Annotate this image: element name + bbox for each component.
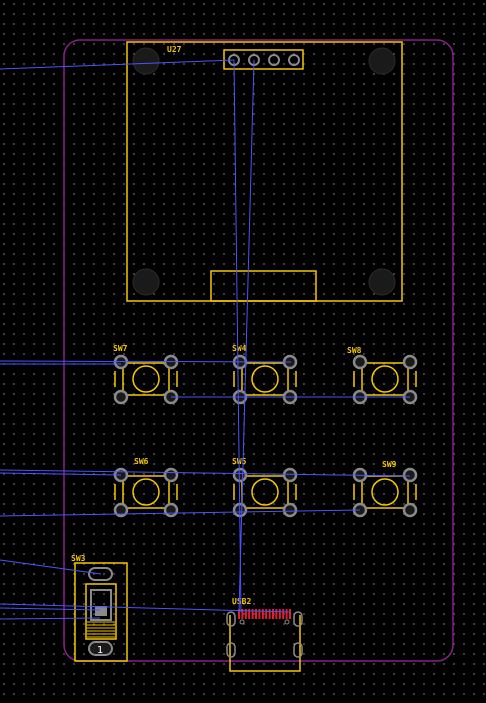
sw3-outline [74, 562, 128, 662]
usb2-signal-pad[interactable] [289, 609, 291, 619]
usb2-signal-pad[interactable] [238, 609, 240, 619]
usb2-locating-hole [239, 619, 245, 625]
switch-pad[interactable] [113, 502, 129, 518]
switch-button-circle [251, 478, 279, 506]
usb2-signal-pad[interactable] [251, 609, 254, 619]
sw3-body [85, 583, 117, 640]
switch-outline [122, 362, 170, 396]
sw3-pad-top[interactable] [88, 567, 113, 581]
u27-mount-hole[interactable] [368, 268, 396, 296]
switch-button-circle [371, 478, 399, 506]
usb2-ref-label: USB2 [232, 597, 251, 606]
usb2-locating-hole [284, 619, 290, 625]
component-sw3[interactable]: 1 SW3 [71, 554, 128, 662]
u27-mount-hole[interactable] [132, 268, 160, 296]
usb2-shield-pad[interactable] [293, 611, 303, 627]
usb2-signal-pad[interactable] [278, 609, 281, 619]
ratsnest-lines [0, 59, 411, 620]
usb2-signal-pad[interactable] [272, 609, 274, 619]
sw8-ref-label: SW8 [347, 346, 362, 355]
usb2-signal-pad[interactable] [255, 609, 257, 619]
switch-pad[interactable] [352, 354, 368, 370]
switch-outline [122, 475, 170, 509]
u27-mount-hole[interactable] [132, 47, 160, 75]
sw3-hatching [87, 621, 115, 638]
switch-pad[interactable] [402, 467, 418, 483]
usb2-shield-pad[interactable] [226, 611, 236, 627]
usb2-shield-pad[interactable] [226, 642, 236, 658]
u27-ref-label: U27 [167, 45, 182, 54]
switch-pad[interactable] [232, 467, 248, 483]
switch-pad[interactable] [113, 389, 129, 405]
u27-mount-hole[interactable] [368, 47, 396, 75]
usb2-signal-pad[interactable] [244, 609, 247, 619]
usb2-signal-pad[interactable] [265, 609, 268, 619]
sw3-pin1-label: 1 [97, 645, 103, 656]
board-outline[interactable] [63, 39, 454, 662]
usb2-signal-pad[interactable] [261, 609, 264, 619]
usb2-signal-pad[interactable] [241, 609, 244, 619]
sw6-ref-label: SW6 [134, 457, 149, 466]
switch-pad[interactable] [163, 502, 179, 518]
component-sw7[interactable]: SW7 [113, 344, 179, 405]
component-usb2[interactable]: USB2 [226, 597, 303, 672]
switch-button-circle [132, 365, 160, 393]
sw7-ref-label: SW7 [113, 344, 128, 353]
sw3-actuator-knob [95, 606, 107, 616]
switch-pad[interactable] [402, 354, 418, 370]
usb2-signal-pad[interactable] [285, 609, 288, 619]
switch-pad[interactable] [113, 354, 129, 370]
usb2-signal-pad[interactable] [268, 609, 271, 619]
sw3-pad-pin1[interactable] [88, 641, 113, 656]
usb2-signal-pad[interactable] [275, 609, 278, 619]
usb2-signal-pad[interactable] [248, 609, 251, 619]
u27-connector-outline [210, 270, 317, 302]
sw9-ref-label: SW9 [382, 460, 397, 469]
usb2-signal-pad[interactable] [258, 609, 261, 619]
switch-pad[interactable] [163, 467, 179, 483]
switch-pad[interactable] [282, 502, 298, 518]
switch-button-circle [132, 478, 160, 506]
switch-button-circle [251, 365, 279, 393]
sw4-ref-label: SW4 [232, 344, 247, 353]
usb2-signal-pad[interactable] [282, 609, 285, 619]
usb2-shield-pad[interactable] [293, 642, 303, 658]
switch-pad[interactable] [282, 467, 298, 483]
switch-pad[interactable] [402, 502, 418, 518]
switch-outline [361, 362, 409, 396]
sw3-actuator[interactable] [90, 589, 112, 621]
usb2-signal-pads[interactable] [238, 609, 291, 619]
switch-outline [241, 362, 289, 396]
switch-button-circle [371, 365, 399, 393]
sw3-ref-label: SW3 [71, 554, 86, 563]
u27-header-outline [223, 49, 304, 70]
